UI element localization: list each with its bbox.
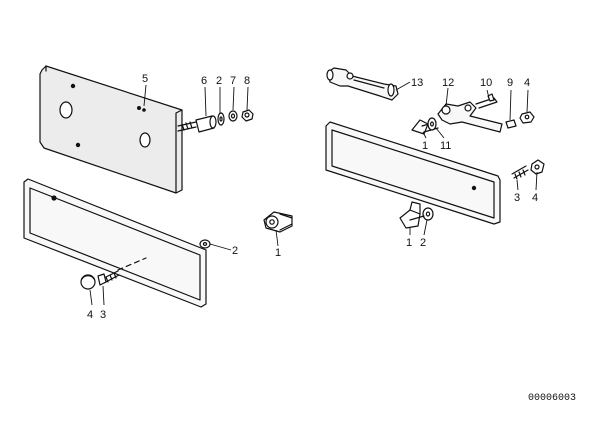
label-part-9: 9 <box>507 77 513 89</box>
label-part-10: 10 <box>480 77 492 89</box>
label-part-7: 7 <box>230 75 236 87</box>
frame-screw-and-cap-right <box>511 159 545 180</box>
mounting-clip-right <box>399 201 434 229</box>
frame-screw-and-cap <box>80 257 147 290</box>
mounting-bracket-right <box>437 93 503 133</box>
label-part-11: 11 <box>440 140 451 152</box>
label-part-5: 5 <box>142 73 148 85</box>
label-part-2: 2 <box>216 75 222 87</box>
bracket-nuts-right <box>505 111 535 129</box>
label-part-4: 4 <box>87 309 93 321</box>
label-part-8: 8 <box>244 75 250 87</box>
upper-bracket-right <box>326 67 399 101</box>
label-part-6: 6 <box>201 75 207 87</box>
leader-lines <box>89 81 538 306</box>
bracket-screw-right <box>411 117 439 135</box>
label-part-2: 2 <box>420 237 426 249</box>
label-part-1: 1 <box>422 140 428 152</box>
part-number-labels: 5 6 2 7 8 2 1 4 3 13 12 10 9 4 1 11 3 4 … <box>87 73 538 321</box>
mounting-clip-left <box>263 211 293 233</box>
label-part-2: 2 <box>232 245 238 257</box>
label-part-1: 1 <box>406 237 412 249</box>
license-plate-frame-left <box>23 178 207 308</box>
label-part-12: 12 <box>442 77 454 89</box>
label-part-4: 4 <box>532 192 538 204</box>
document-code: 00006003 <box>528 393 576 404</box>
label-part-4: 4 <box>524 77 530 89</box>
bracket-bolt-assembly <box>177 109 254 133</box>
label-part-3: 3 <box>514 192 520 204</box>
label-part-13: 13 <box>411 77 423 89</box>
label-part-3: 3 <box>100 309 106 321</box>
label-part-1: 1 <box>275 247 281 259</box>
frame-washer <box>199 239 211 249</box>
mounting-bracket-plate <box>39 65 183 194</box>
license-plate-frame-right <box>325 121 501 225</box>
